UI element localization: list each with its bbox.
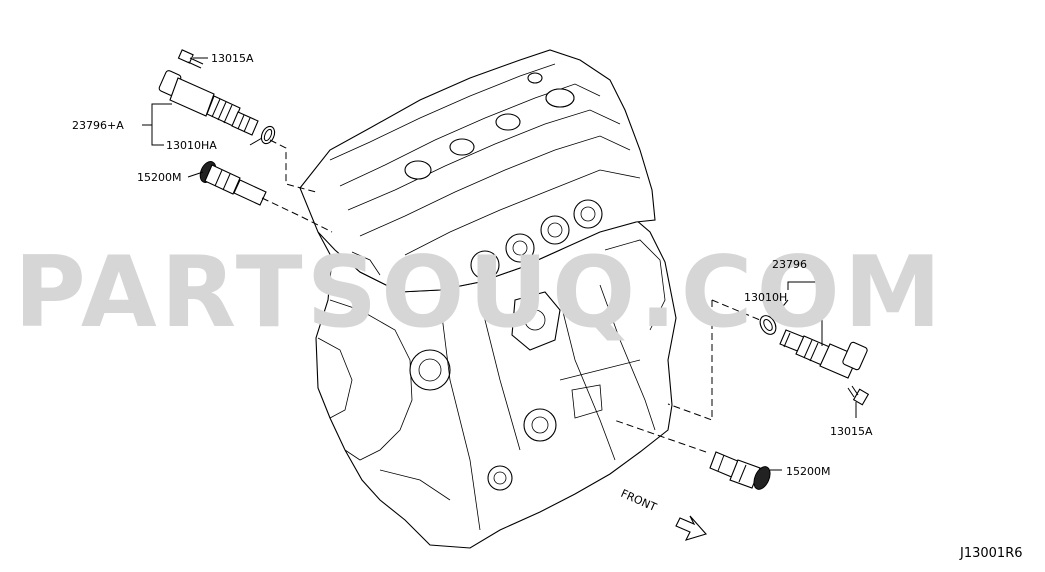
diagram-code: J13001R6 — [959, 546, 1023, 561]
plug-top-part — [199, 161, 267, 206]
callout-bolt-right: 13015A — [830, 425, 873, 438]
callout-oring-top: 13010HA — [166, 139, 217, 152]
watermark-text: PARTSOUQ.COM — [14, 236, 945, 350]
leader-lines-right — [613, 281, 857, 471]
callout-oring-right: 13010H — [744, 291, 787, 304]
oring-top-part — [260, 125, 276, 145]
plug-bottom-part — [709, 451, 771, 490]
callout-plug-bottom: 15200M — [786, 465, 830, 478]
leader-lines-top — [142, 57, 333, 233]
callout-plug-top: 15200M — [137, 171, 181, 184]
bolt-top-part — [177, 49, 204, 69]
oring-right-part — [759, 315, 777, 335]
callout-bolt-top: 13015A — [211, 52, 254, 65]
engine-block-illustration — [299, 49, 677, 549]
solenoid-valve-right-part — [779, 329, 868, 379]
front-direction-arrow — [675, 515, 707, 541]
front-label: FRONT — [619, 487, 659, 514]
bolt-right-part — [847, 385, 870, 406]
callout-solenoid-right: 23796 — [772, 258, 807, 271]
solenoid-valve-top-part — [158, 70, 259, 136]
callout-solenoid-top: 23796+A — [72, 119, 124, 132]
